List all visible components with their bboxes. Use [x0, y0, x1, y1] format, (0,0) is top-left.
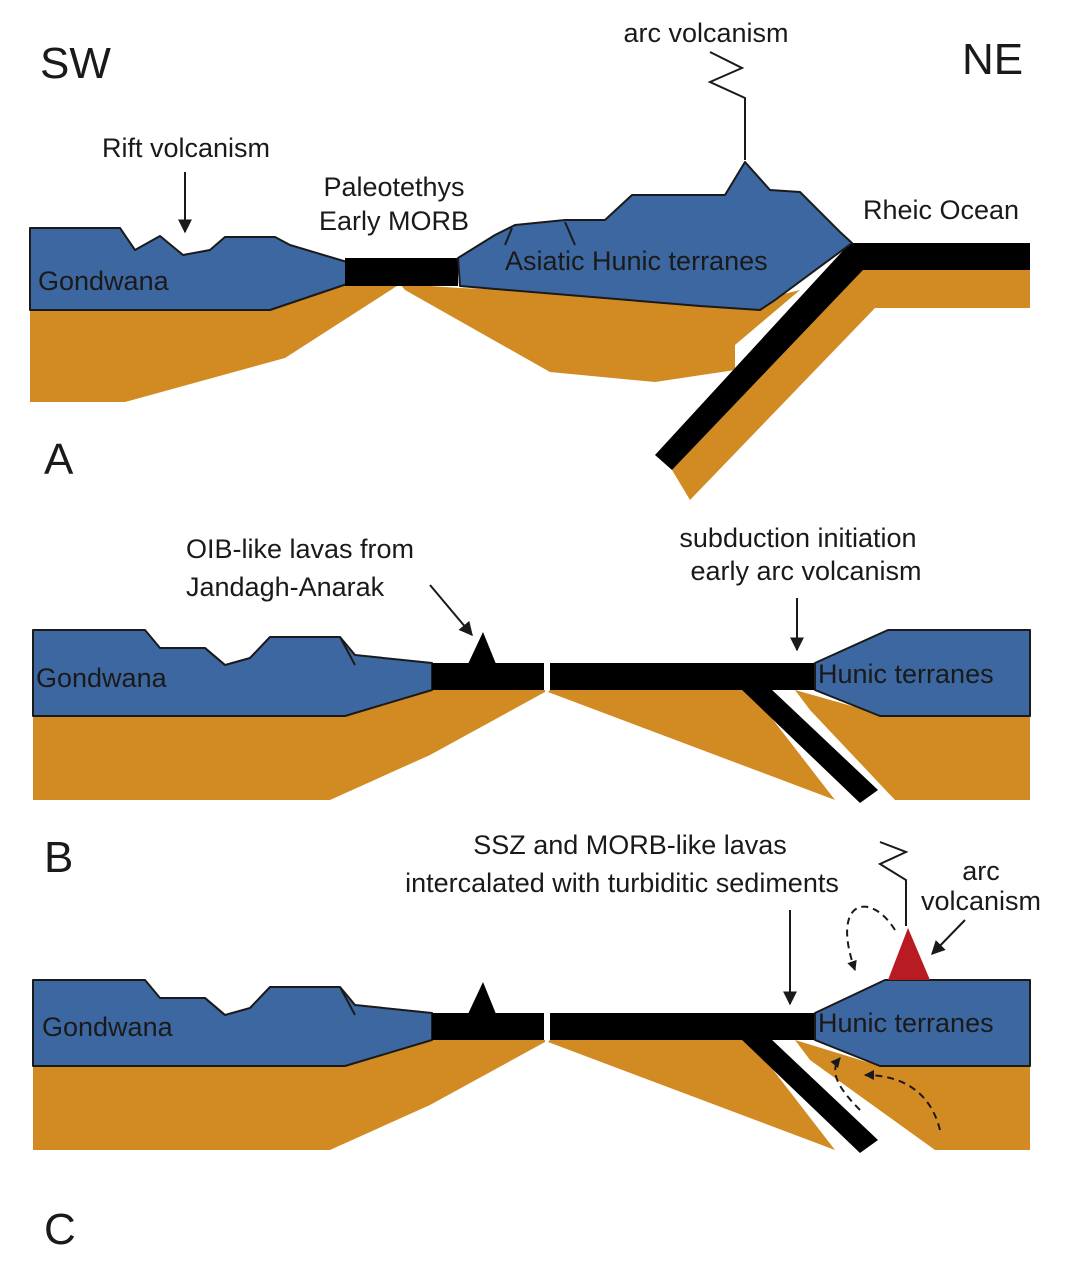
panel-b-oib-label-line1: OIB-like lavas from: [186, 534, 414, 564]
panel-b-gondwana-topo-2: [204, 647, 226, 666]
panel-a-hunic-topo-2: [504, 227, 513, 246]
panel-b-oib-label-line2: Jandagh-Anarak: [186, 572, 385, 602]
orientation-ne-label: NE: [962, 35, 1023, 84]
panel-c-arc-volcano: [888, 928, 930, 980]
panel-c-letter: C: [44, 1205, 76, 1254]
panel-a-letter: A: [44, 435, 74, 484]
panel-b-oceanic-plate-right: [550, 663, 815, 690]
panel-c-hunic-label: Hunic terranes: [818, 1008, 994, 1038]
panel-c-arc-label-line1: arc: [962, 856, 1000, 886]
panel-a-arc-volcanism-label: arc volcanism: [623, 18, 788, 48]
panel-c-seamount: [468, 982, 496, 1014]
panel-c-dashed-arrow-outer: [864, 1070, 941, 1131]
panel-c-mantle-right: [795, 1040, 1030, 1150]
panel-b-gondwana-topo: [339, 636, 356, 666]
orientation-sw-label: SW: [40, 39, 111, 88]
panel-b-subducting-slab: [740, 688, 878, 803]
panel-c-arc-label-line2: volcanism: [921, 886, 1041, 916]
panel-c-gondwana-label: Gondwana: [42, 1012, 174, 1042]
panel-a-rift-volcanism-label: Rift volcanism: [102, 133, 270, 163]
panel-c-arc-arrow: [931, 919, 966, 956]
panel-b-oib-arrow: [429, 584, 473, 637]
panel-c-oceanic-plate-left: [432, 1013, 544, 1040]
panel-c-mantle-left: [33, 1040, 545, 1150]
panel-b: OIB-like lavas from Jandagh-Anarak subdu…: [32, 523, 1031, 882]
panel-a-gondwana-label: Gondwana: [38, 266, 170, 296]
panel-b-letter: B: [44, 833, 73, 882]
panel-a-early-morb-label: Early MORB: [319, 206, 469, 236]
panel-c-arc-zigzag-line: [877, 841, 909, 926]
panel-a-hunic-crust: [457, 161, 853, 311]
panel-a-paleotethys-label: Paleotethys: [323, 172, 464, 202]
panel-b-subduction-label-line1: subduction initiation: [679, 523, 916, 553]
panel-b-gondwana-crust: [32, 629, 433, 717]
panel-b-hunic-crust: [814, 629, 1031, 717]
panel-a-paleotethys-ridge: [345, 258, 458, 286]
panel-c-dashed-arrow-top: [846, 905, 896, 971]
panel-b-subduction-label-line2: early arc volcanism: [690, 556, 921, 586]
panel-c-oceanic-plate-right: [550, 1013, 815, 1040]
panel-b-mantle-right: [795, 690, 1030, 800]
panel-a-mantle-left: [30, 284, 400, 402]
panel-b-gondwana-label: Gondwana: [36, 663, 168, 693]
panel-a-hunic-topo: [564, 221, 576, 246]
panel-c: SSZ and MORB-like lavas intercalated wit…: [32, 830, 1041, 1254]
panel-a-arc-volcanism-line: [707, 51, 746, 160]
panel-b-mantle-left: [33, 690, 545, 800]
panel-a: arc volcanism Rift volcanism Paleotethys…: [29, 18, 1030, 500]
panel-b-mantle-center: [548, 690, 835, 800]
panel-a-mantle-center: [400, 284, 800, 382]
panel-c-ssz-label-line1: SSZ and MORB-like lavas: [473, 830, 787, 860]
panel-a-gondwana-crust: [29, 227, 348, 311]
panel-c-gondwana-topo-2: [204, 997, 226, 1016]
panel-b-oceanic-plate-left: [432, 663, 544, 690]
panel-c-dashed-arrow-inner: [830, 1057, 861, 1111]
panel-a-mantle-slab-lower: [672, 270, 1030, 500]
panel-c-gondwana-topo: [339, 986, 356, 1016]
panel-b-hunic-label: Hunic terranes: [818, 659, 994, 689]
panel-c-hunic-crust: [814, 979, 1031, 1067]
panel-b-oib-seamount: [468, 632, 496, 664]
panel-c-gondwana-crust: [32, 979, 433, 1067]
panel-c-subducting-slab: [740, 1038, 878, 1153]
panel-c-mantle-center: [548, 1040, 835, 1150]
panel-a-rheic-slab: [655, 243, 1030, 470]
panel-a-rheic-ocean-label: Rheic Ocean: [863, 195, 1019, 225]
panel-c-ssz-label-line2: intercalated with turbiditic sediments: [405, 868, 839, 898]
panel-a-asiatic-hunic-label: Asiatic Hunic terranes: [505, 246, 768, 276]
